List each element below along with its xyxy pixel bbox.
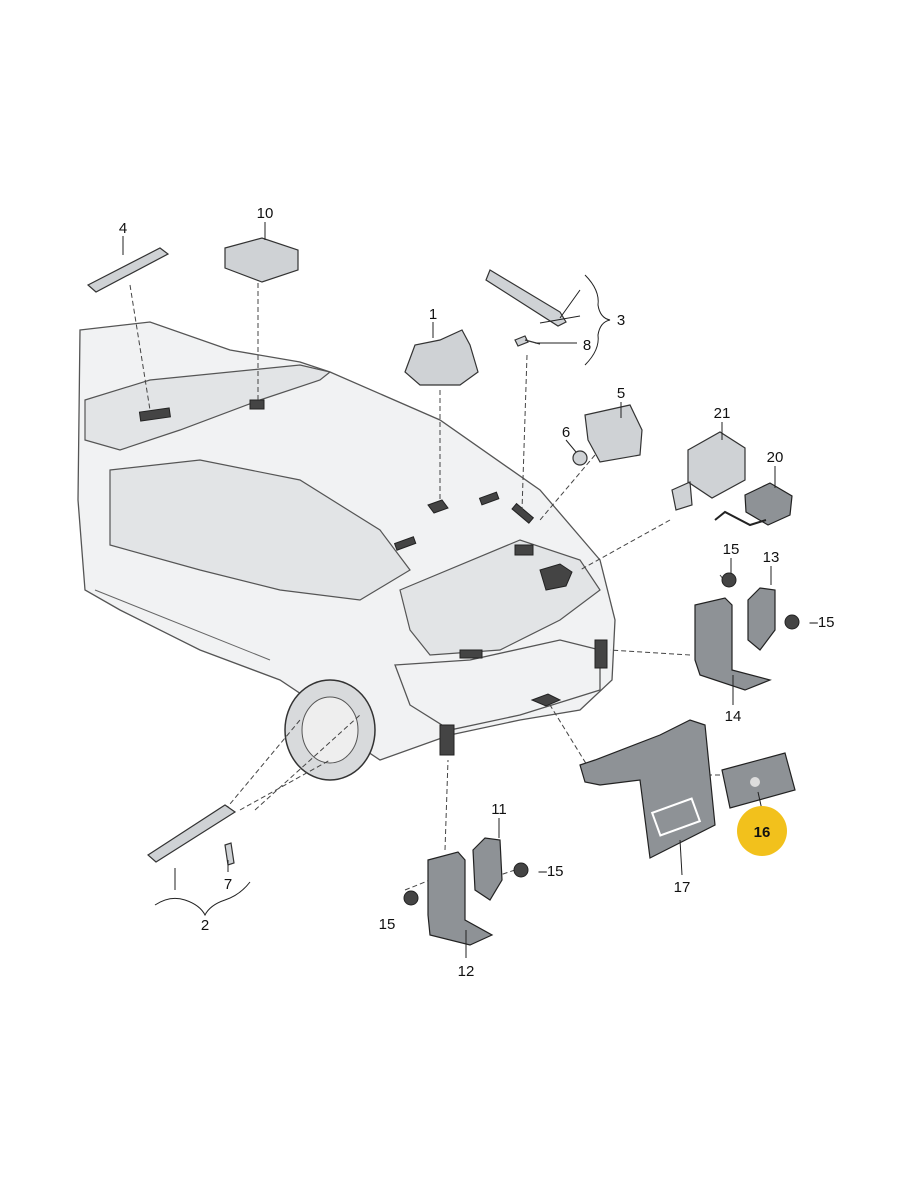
part-15-nut <box>513 862 529 878</box>
callout-15[interactable]: –15 <box>538 863 563 880</box>
part-15-nut <box>721 572 737 588</box>
part-4 <box>86 247 170 293</box>
callout-15[interactable]: –15 <box>809 614 834 631</box>
callout-8[interactable]: 8 <box>583 337 591 354</box>
part-1-antenna <box>404 329 479 386</box>
callout-6[interactable]: 6 <box>562 424 570 441</box>
callout-1[interactable]: 1 <box>429 306 437 323</box>
callout-16-selected[interactable]: 16 <box>754 824 771 841</box>
callout-14[interactable]: 14 <box>725 708 742 725</box>
part-12 <box>427 851 494 946</box>
part-8-screw <box>514 335 541 347</box>
parts <box>86 237 800 946</box>
callout-5[interactable]: 5 <box>617 385 625 402</box>
callout-13[interactable]: 13 <box>763 549 780 566</box>
part-17 <box>579 719 716 859</box>
callout-lines <box>122 222 776 958</box>
callout-12[interactable]: 12 <box>458 963 475 980</box>
part-15-nut <box>403 890 419 906</box>
callout-20[interactable]: 20 <box>767 449 784 466</box>
part-14 <box>694 597 772 691</box>
part-3 <box>485 269 567 327</box>
part-11 <box>472 837 503 901</box>
callout-7[interactable]: 7 <box>224 876 232 893</box>
callout-15[interactable]: 15 <box>379 916 396 933</box>
callout-17[interactable]: 17 <box>674 879 691 896</box>
leader-lines <box>129 275 729 891</box>
part-5 <box>584 404 643 463</box>
callout-15[interactable]: 15 <box>723 541 740 558</box>
part-10 <box>224 237 299 283</box>
part-7 <box>224 842 235 866</box>
part-2 <box>147 804 237 863</box>
callout-11[interactable]: 11 <box>491 801 507 818</box>
callout-10[interactable]: 10 <box>257 205 274 222</box>
callout-2[interactable]: 2 <box>201 917 209 934</box>
callout-21[interactable]: 21 <box>714 405 731 422</box>
selected-part-highlight[interactable] <box>737 806 787 856</box>
part-15-nut <box>784 614 800 630</box>
part-13 <box>747 587 776 651</box>
part-21 <box>671 431 746 511</box>
part-20 <box>744 482 793 526</box>
vehicle-illustration <box>77 321 616 781</box>
part-6 <box>572 450 588 466</box>
callout-3[interactable]: 3 <box>617 312 625 329</box>
callout-4[interactable]: 4 <box>119 220 127 237</box>
callout-labels: 4 10 1 3 8 5 6 21 20 15 13 –15 14 11 –15… <box>119 205 835 980</box>
